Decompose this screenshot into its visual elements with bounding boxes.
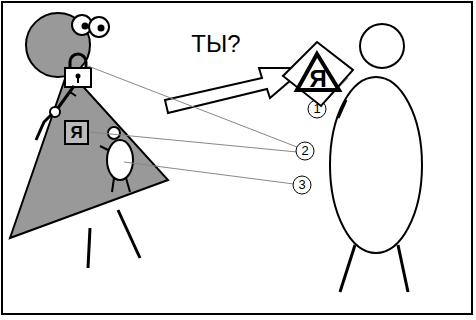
callout-number: 2 xyxy=(295,144,315,157)
small-figure-leg xyxy=(126,178,130,192)
keyhole xyxy=(77,76,79,83)
pupil xyxy=(82,23,89,30)
key-bit xyxy=(70,92,76,96)
eye xyxy=(89,17,109,37)
pupil xyxy=(98,25,105,32)
right-body xyxy=(330,77,422,253)
left-leg xyxy=(88,228,90,268)
callout-number: 1 xyxy=(307,102,327,115)
padlock-body xyxy=(65,68,91,87)
arm xyxy=(36,114,52,140)
callout-number: 3 xyxy=(292,178,312,191)
gray-triangle-body xyxy=(10,70,168,238)
sign-board: Я xyxy=(281,40,355,108)
right-leg xyxy=(340,245,355,292)
right-leg xyxy=(118,210,140,258)
leader-line xyxy=(90,132,297,152)
small-figure-body xyxy=(107,140,133,180)
node-text: Я xyxy=(309,67,326,91)
name-tag: Я xyxy=(64,120,89,145)
callout-circle xyxy=(293,176,311,194)
frame-border xyxy=(2,2,472,314)
small-figure-leg xyxy=(112,178,114,192)
leader-line xyxy=(124,162,294,184)
sign-triangle xyxy=(297,54,339,90)
question-text: ТЫ? xyxy=(186,32,246,56)
key-shaft xyxy=(58,86,74,108)
small-figure-arm xyxy=(100,146,108,150)
small-figure-head xyxy=(108,127,120,139)
right-arm xyxy=(338,100,346,118)
node-text: Я xyxy=(70,124,82,141)
right-head xyxy=(360,24,404,68)
right-leg xyxy=(398,245,408,292)
sign-board-shape xyxy=(283,42,353,106)
callout-circle xyxy=(296,142,314,160)
